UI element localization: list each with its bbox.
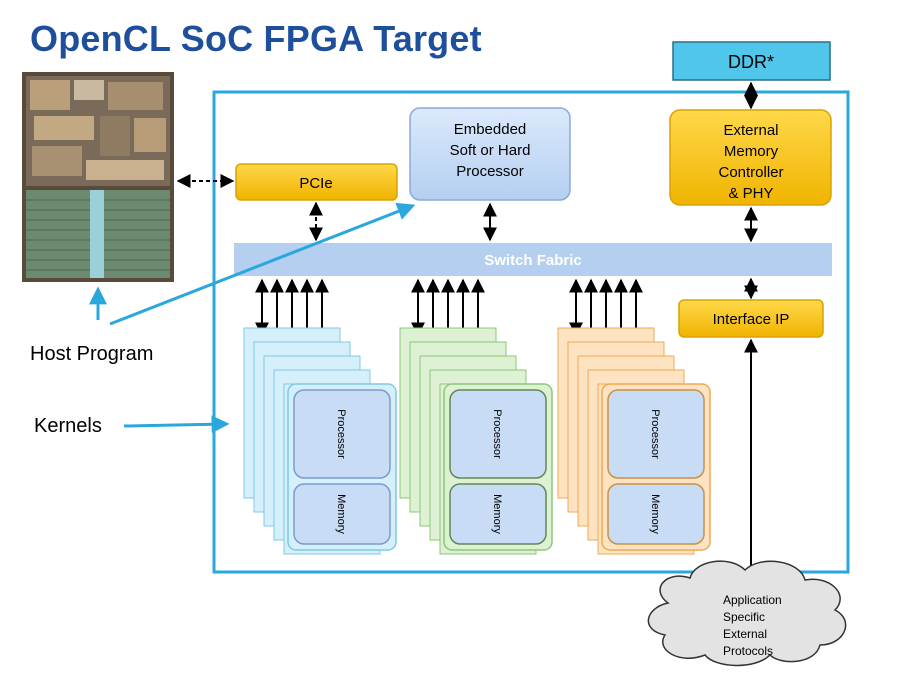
kernel-memory-box-blue xyxy=(293,483,391,545)
kernel-memory-label-blue: Memory xyxy=(335,494,347,534)
kernel-memory-label-green: Memory xyxy=(491,494,503,534)
kernel-processor-box-blue xyxy=(293,389,391,479)
fpga-boundary xyxy=(212,90,850,574)
cloud-line1: Application xyxy=(723,593,782,607)
embedded-processor-line1: Embedded xyxy=(454,121,527,138)
kernels-arrow xyxy=(123,415,230,434)
application-cloud: Application Specific External Protocols xyxy=(647,560,847,667)
fpga-die-image xyxy=(22,72,174,282)
memory-controller-line4: & PHY xyxy=(728,185,773,202)
memory-controller-line1: External xyxy=(723,122,778,139)
pcie-block: PCIe xyxy=(235,163,398,201)
switch-fabric-bar: Switch Fabric xyxy=(234,243,832,276)
embedded-processor-line2: Soft or Hard xyxy=(450,142,531,159)
kernel-processor-box-orange xyxy=(607,389,705,479)
host-to-processor-arrow xyxy=(109,202,416,326)
interface-ip-label: Interface IP xyxy=(713,311,790,328)
memory-controller-line3: Controller xyxy=(718,164,783,181)
host-program-label: Host Program xyxy=(30,343,153,365)
switch-fabric-label: Switch Fabric xyxy=(484,252,582,269)
memory-controller-block: External Memory Controller & PHY xyxy=(669,109,832,206)
ddr-block: DDR* xyxy=(672,41,831,81)
kernel-processor-label-blue: Processor xyxy=(335,409,347,459)
embedded-processor-line3: Processor xyxy=(456,163,524,180)
kernel-memory-box-green xyxy=(449,483,547,545)
ddr-label: DDR* xyxy=(728,52,774,72)
page-title: OpenCL SoC FPGA Target xyxy=(30,18,482,59)
memory-controller-line2: Memory xyxy=(724,143,779,160)
cloud-line4: Protocols xyxy=(723,644,773,658)
cloud-line3: External xyxy=(723,627,767,641)
kernel-processor-box-green xyxy=(449,389,547,479)
interface-ip-block: Interface IP xyxy=(678,299,824,338)
kernel-processor-label-orange: Processor xyxy=(649,409,661,459)
pcie-label: PCIe xyxy=(299,175,332,192)
kernel-processor-label-green: Processor xyxy=(491,409,503,459)
cloud-line2: Specific xyxy=(723,610,765,624)
embedded-processor-block: Embedded Soft or Hard Processor xyxy=(409,107,571,201)
kernel-memory-box-orange xyxy=(607,483,705,545)
kernels-label: Kernels xyxy=(34,415,102,437)
kernel-memory-label-orange: Memory xyxy=(649,494,661,534)
